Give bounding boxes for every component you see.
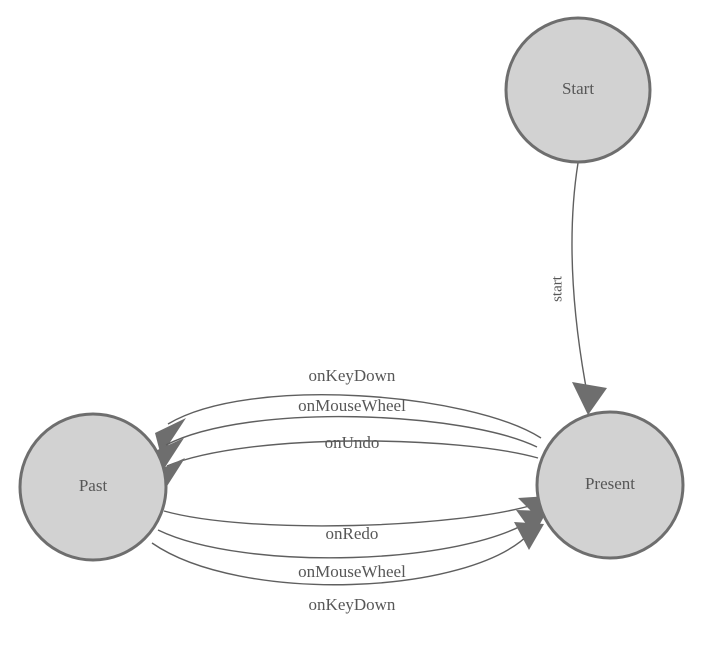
edge-keydown-redo[interactable] [151,522,544,586]
node-start[interactable]: Start [504,16,652,164]
edge-wheel-redo-path [157,518,534,559]
edge-start[interactable] [571,162,607,415]
edge-keydown-undo-arrowhead [155,418,186,456]
edge-label-wheel-undo: onMouseWheel [298,396,406,415]
edge-start-arrowhead [572,382,607,415]
node-past-circle [18,412,168,562]
edge-redo-path [163,503,537,527]
edge-label-start: start [549,275,565,302]
node-start-circle [504,16,652,164]
node-start-label: Start [562,79,594,98]
node-present[interactable]: Present [535,410,685,560]
edge-wheel-undo-path [165,415,538,448]
edge-wheel-redo-arrowhead [516,510,547,535]
edge-label-undo: onUndo [325,433,380,452]
edge-keydown-redo-arrowhead [514,522,544,550]
edge-keydown-undo-path [167,394,542,439]
edge-start-path [571,162,589,399]
edge-label-keydown-undo: onKeyDown [309,366,396,385]
edge-keydown-redo-path [151,532,531,586]
edge-redo[interactable] [163,496,549,527]
edge-wheel-redo[interactable] [157,510,547,559]
node-past[interactable]: Past [18,412,168,562]
edge-label-redo: onRedo [326,524,379,543]
edge-label-keydown-redo: onKeyDown [309,595,396,614]
node-past-label: Past [79,476,108,495]
edge-keydown-undo[interactable] [155,394,542,456]
node-present-label: Present [585,474,635,493]
node-present-circle [535,410,685,560]
edge-label-wheel-redo: onMouseWheel [298,562,406,581]
edge-undo-path [166,440,539,467]
